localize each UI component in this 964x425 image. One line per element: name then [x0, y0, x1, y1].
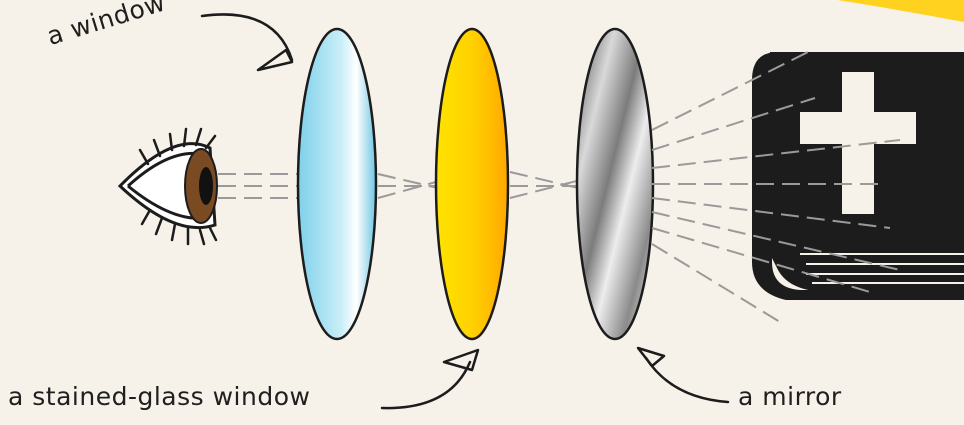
arrow-to-window	[200, 13, 294, 72]
eye-icon	[117, 127, 218, 246]
bible-icon	[752, 52, 964, 300]
stained-glass-lens	[434, 27, 510, 341]
rays-eye-to-window	[218, 173, 335, 199]
window-lens	[296, 27, 378, 341]
corner-accent	[838, 0, 964, 22]
cross-icon	[800, 72, 916, 214]
mirror-lens	[575, 27, 655, 341]
rays-mirror-to-bible	[651, 51, 901, 323]
arrow-to-mirror	[636, 346, 730, 404]
arrow-to-stained-glass	[380, 348, 480, 410]
label-mirror: a mirror	[738, 382, 842, 411]
label-stained-glass-window: a stained-glass window	[8, 382, 311, 411]
